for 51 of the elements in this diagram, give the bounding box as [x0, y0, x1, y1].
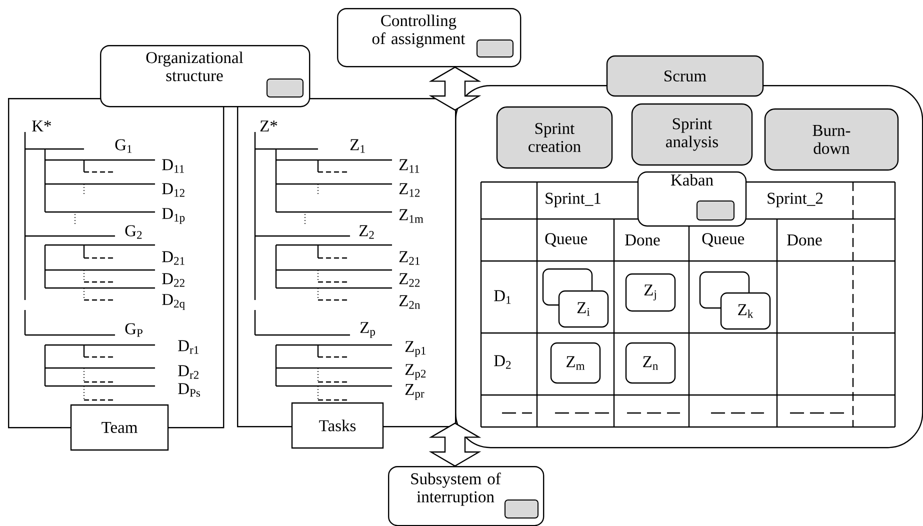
tree-label: D$_{22}$: [162, 273, 184, 287]
column-header: Done: [625, 234, 660, 246]
title-box: Tasks: [291, 402, 384, 449]
tree-label: G$_{1}$: [115, 139, 132, 153]
tree-label: G$_{2}$: [125, 225, 142, 239]
tree-label: D$_{2q}$: [162, 294, 185, 310]
tree-label: D$_{r1}$: [178, 340, 198, 354]
column-header: Queue: [545, 233, 588, 247]
tree-label: Z*: [260, 120, 278, 132]
module-box: Subsystem of interruption: [388, 466, 544, 526]
board-box: Kaban: [637, 171, 747, 227]
panel-tab: Scrum: [606, 55, 764, 97]
tree-label: Z$_{2n}$: [399, 295, 420, 309]
tree-label: Z$_{12}$: [399, 183, 420, 197]
tree-label: D$_{Ps}$: [178, 383, 200, 397]
tree-label: D$_{12}$: [162, 183, 184, 197]
tree-label: Z$_{1}$: [350, 139, 365, 153]
tree-label: Z$_{p}$: [360, 322, 375, 338]
module-box: Controlling of assignment: [337, 8, 522, 68]
tree-label: Z$_{11}$: [399, 159, 420, 173]
function-box: Burn-down: [764, 108, 899, 171]
task-card: Z$_{n}$: [625, 342, 676, 384]
tree-label: Z$_{22}$: [399, 273, 420, 287]
tree-label: G$_{P}$: [125, 323, 142, 337]
tree-label: Z$_{p2}$: [405, 364, 426, 380]
task-card: Z$_{j}$: [625, 273, 676, 312]
function-box: Sprint analysis: [631, 103, 753, 166]
tree-label: Z$_{1m}$: [399, 209, 424, 223]
task-card: Z$_{m}$: [550, 342, 601, 384]
task-card: Z$_{k}$: [720, 292, 771, 330]
title-box: Team: [70, 404, 169, 451]
tree-label: Z$_{2}$: [359, 225, 374, 239]
module-box: Organizational structure: [100, 45, 310, 108]
tree-label: D$_{11}$: [162, 159, 184, 173]
tree-label: Z$_{p1}$: [405, 341, 426, 357]
tree-label: Z$_{pr}$: [405, 384, 424, 400]
row-header: D$_{2}$: [494, 355, 511, 369]
double-arrow: [428, 66, 482, 111]
tree-label: D$_{r2}$: [178, 365, 198, 379]
column-header: Sprint_1: [546, 192, 600, 208]
column-header: Queue: [702, 233, 744, 247]
tree-label: K*: [32, 120, 51, 132]
task-card: Z$_{i}$: [558, 290, 609, 328]
row-header: D$_{1}$: [494, 290, 511, 304]
tree-label: D$_{1p}$: [162, 208, 185, 224]
tree-label: D$_{21}$: [162, 251, 184, 265]
tree-label: Z$_{21}$: [399, 251, 420, 265]
function-box: Sprint creation: [496, 106, 613, 169]
double-arrow: [428, 422, 482, 467]
column-header: Sprint_2: [768, 192, 823, 208]
column-header: Done: [787, 234, 822, 246]
